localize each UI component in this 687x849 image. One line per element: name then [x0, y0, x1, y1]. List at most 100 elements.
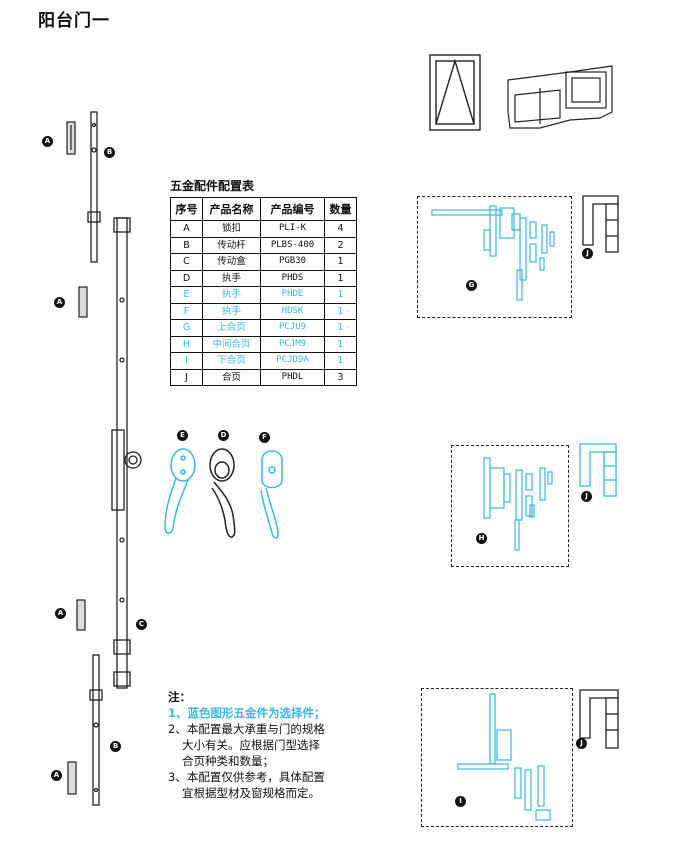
cell-qty: 1 — [324, 286, 357, 304]
cell-code: PLBS-400 — [260, 236, 325, 254]
note-2c: 合页种类和数量； — [182, 754, 274, 768]
label-e-badge: E — [177, 430, 188, 441]
bottom-hinge-i-parts — [457, 693, 551, 821]
transmission-rod-lower — [89, 654, 103, 806]
cell-name: 执手 — [202, 302, 261, 320]
label-a-badge: A — [51, 770, 62, 781]
note-2b: 大小有关。应根据门型选择 — [182, 738, 320, 752]
handle-d — [209, 448, 236, 538]
hinge-j-1 — [582, 195, 619, 253]
cell-name: 合页 — [202, 368, 261, 386]
cell-qty: 1 — [324, 352, 357, 370]
cell-id: G — [170, 319, 203, 337]
cell-qty: 2 — [324, 236, 357, 254]
cell-qty: 1 — [324, 335, 357, 353]
label-i-badge: I — [455, 796, 466, 807]
col-header-id: 序号 — [170, 197, 203, 221]
label-a-badge: A — [42, 136, 53, 147]
hinge-j-2 — [579, 443, 617, 497]
cell-code: PLI-K — [260, 220, 325, 238]
notes-block: 注： 1、蓝色图形五金件为选择件； 2、本配置最大承重与门的规格 大小有关。应根… — [168, 689, 326, 801]
label-f-badge: F — [259, 432, 270, 443]
cell-id: J — [170, 368, 203, 386]
cell-id: A — [170, 220, 203, 238]
cell-code: PHDE — [260, 286, 325, 304]
col-header-name: 产品名称 — [202, 197, 261, 221]
cell-name: 执手 — [202, 269, 261, 287]
cell-name: 传动盒 — [202, 253, 261, 271]
label-c-badge: C — [136, 619, 147, 630]
middle-hinge-h-parts — [483, 457, 553, 551]
hinge-h-frame — [451, 445, 569, 567]
cell-id: C — [170, 253, 203, 271]
top-hinge-g-parts — [431, 205, 555, 301]
label-b-badge: B — [110, 741, 121, 752]
label-j-badge: J — [576, 738, 587, 749]
label-b-badge: B — [104, 147, 115, 158]
gear-box-rod — [111, 217, 142, 689]
transmission-rod-upper — [87, 111, 101, 263]
cell-name: 中间合页 — [202, 335, 261, 353]
label-a-badge: A — [54, 297, 65, 308]
cell-id: H — [170, 335, 203, 353]
cell-name: 执手 — [202, 286, 261, 304]
cell-code: PHDL — [260, 368, 325, 386]
cell-code: PCJM9 — [260, 335, 325, 353]
note-2a: 2、本配置最大承重与门的规格 — [168, 722, 325, 736]
cell-qty: 1 — [324, 319, 357, 337]
lock-keeper-a3 — [76, 599, 86, 631]
profile-section-drawing — [507, 65, 613, 129]
label-j-badge: J — [581, 491, 592, 502]
cell-name: 下合页 — [202, 352, 261, 370]
handle-e-optional — [164, 448, 196, 534]
cell-qty: 1 — [324, 269, 357, 287]
page-title: 阳台门一 — [38, 11, 110, 31]
cell-id: B — [170, 236, 203, 254]
cell-id: F — [170, 302, 203, 320]
cell-code: PGB30 — [260, 253, 325, 271]
door-frame-diagram — [429, 54, 481, 131]
cell-qty: 3 — [324, 368, 357, 386]
cell-qty: 1 — [324, 302, 357, 320]
table-header-row: 序号 产品名称 产品编号 数量 — [170, 197, 357, 221]
cell-id: E — [170, 286, 203, 304]
cell-name: 锁扣 — [202, 220, 261, 238]
note-3b: 宜根据型材及窗规格而定。 — [182, 786, 320, 800]
label-g-badge: G — [466, 280, 477, 291]
lock-keeper-a2 — [78, 286, 88, 318]
handle-f-optional — [260, 450, 283, 539]
notes-heading: 注： — [168, 690, 191, 704]
note-1: 1、蓝色图形五金件为选择件； — [168, 706, 326, 720]
cell-qty: 1 — [324, 253, 357, 271]
label-h-badge: H — [476, 533, 487, 544]
label-d-badge: D — [218, 430, 229, 441]
table-title: 五金配件配置表 — [170, 179, 255, 193]
cell-qty: 4 — [324, 220, 357, 238]
cell-code: HDSK — [260, 302, 325, 320]
hinge-i-frame — [421, 688, 573, 827]
cell-code: PCJD9A — [260, 352, 325, 370]
cell-name: 传动杆 — [202, 236, 261, 254]
lock-keeper-a1 — [66, 121, 76, 155]
cell-id: D — [170, 269, 203, 287]
col-header-qty: 数量 — [324, 197, 357, 221]
hinge-g-frame — [417, 196, 572, 318]
label-j-badge: J — [582, 248, 593, 259]
cell-code: PHDS — [260, 269, 325, 287]
lock-keeper-a4 — [67, 761, 77, 795]
cell-name: 上合页 — [202, 319, 261, 337]
note-3a: 3、本配置仅供参考，具体配置 — [168, 770, 325, 784]
cell-id: I — [170, 352, 203, 370]
